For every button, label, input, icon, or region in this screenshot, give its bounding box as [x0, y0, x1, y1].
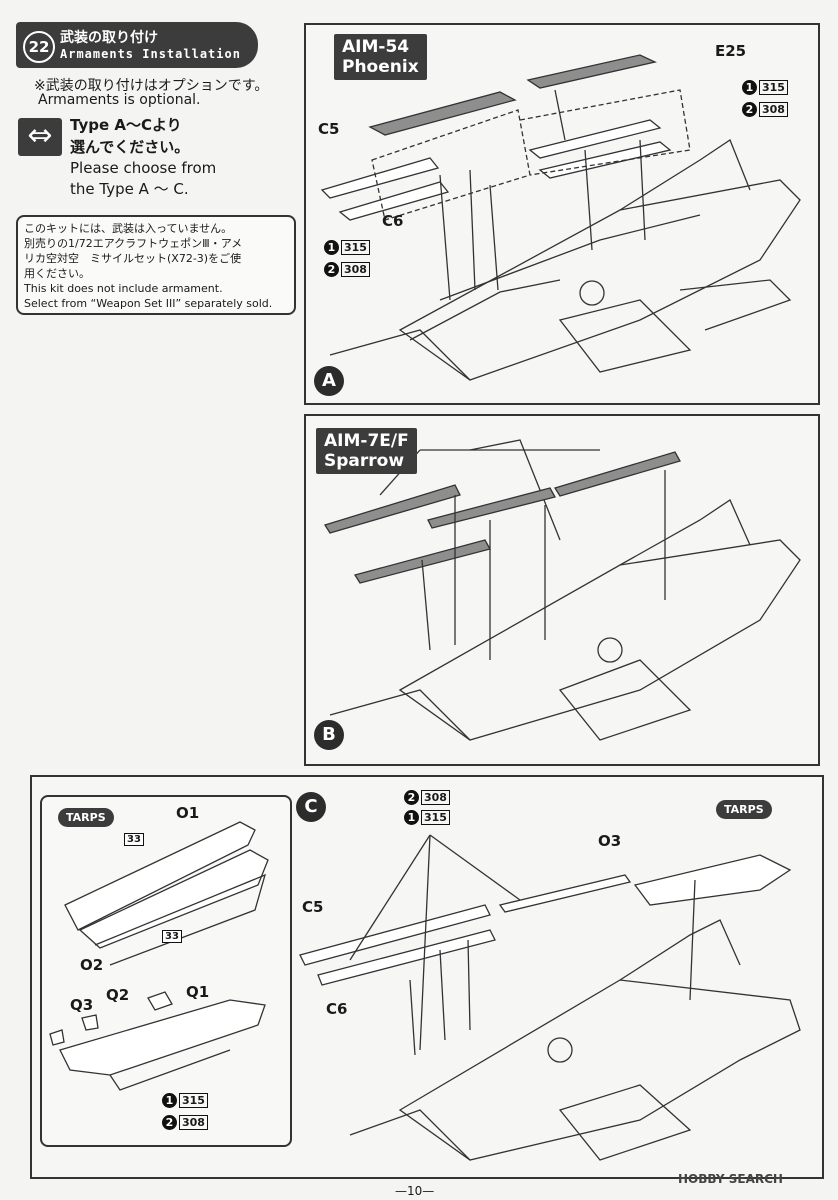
step-number: 22 [23, 31, 55, 63]
kit-note-jp-1: このキットには、武装は入っていません。 [24, 222, 233, 235]
paint-code: 315 [179, 1093, 208, 1108]
panel-c-guide-lines [349, 834, 696, 1056]
phoenix-missiles [320, 54, 691, 221]
kit-note-en-2: Select from “Weapon Set III” separately … [24, 297, 273, 310]
weapon-b-line2: Sparrow [324, 451, 405, 471]
part-o1: O1 [176, 804, 200, 822]
paint-code: 315 [759, 80, 788, 95]
paint-code: 308 [179, 1115, 208, 1130]
decal-33-b: 33 [162, 930, 182, 943]
paint-badge-a-1: 1 315 [742, 80, 788, 95]
kit-note-jp-2: 別売りの1/72エアクラフトウェポンⅢ・アメ [24, 237, 243, 250]
step-title-jp: 武装の取り付け [60, 30, 158, 46]
paint-num: 1 [404, 810, 419, 825]
paint-num: 2 [324, 262, 339, 277]
paint-num: 1 [324, 240, 339, 255]
part-c5-a: C5 [318, 120, 340, 138]
part-c6-a: C6 [382, 212, 404, 230]
kit-note-en-1: This kit does not include armament. [24, 282, 223, 295]
paint-code: 315 [421, 810, 450, 825]
choose-en-line2: the Type A ～ C. [70, 180, 189, 198]
paint-num: 1 [742, 80, 757, 95]
weapon-a-line2: Phoenix [342, 57, 419, 77]
choose-jp-line2: 選んでください。 [70, 138, 190, 156]
decal-33-a: 33 [124, 833, 144, 846]
weapon-b-line1: AIM-7E/F [324, 431, 409, 451]
paint-badge-a-3: 1 315 [324, 240, 370, 255]
paint-badge-c-4: 2 308 [162, 1115, 208, 1130]
paint-code: 315 [341, 240, 370, 255]
step-title-en: Armaments Installation [60, 47, 241, 61]
paint-badge-a-4: 2 308 [324, 262, 370, 277]
optional-note-en: Armaments is optional. [38, 92, 201, 108]
part-o3: O3 [598, 832, 622, 850]
part-e25: E25 [715, 42, 747, 60]
paint-code: 308 [341, 262, 370, 277]
kit-note-box: このキットには、武装は入っていません。 別売りの1/72エアクラフトウェポンⅢ・… [16, 215, 296, 315]
paint-num: 2 [404, 790, 419, 805]
kit-note-jp-3: リカ空対空 ミサイルセット(X72-3)をご使 [24, 252, 242, 265]
tarps-pod-drawings [49, 821, 269, 1091]
paint-num: 1 [162, 1093, 177, 1108]
paint-badge-c-3: 1 315 [162, 1093, 208, 1108]
optional-note-jp: ※武装の取り付けはオプションです。 [34, 78, 269, 94]
double-arrow-icon: ⇔ [18, 118, 62, 156]
choose-en-line1: Please choose from [70, 159, 217, 177]
paint-badge-a-2: 2 308 [742, 102, 788, 117]
weapon-title-b: AIM-7E/F Sparrow [316, 428, 417, 474]
paint-code: 308 [759, 102, 788, 117]
choose-type-jp: Type A～Cより 選んでください。 [70, 114, 189, 158]
panel-a-guide-lines [439, 89, 646, 301]
choose-type-en: Please choose from the Type A ～ C. [70, 158, 216, 200]
weapon-a-line1: AIM-54 [342, 37, 410, 57]
variant-label-a: A [314, 366, 344, 396]
part-q2: Q2 [106, 986, 130, 1004]
variant-label-b: B [314, 720, 344, 750]
page-number: —10— [395, 1184, 435, 1198]
watermark: HOBBY SEARCH [678, 1172, 783, 1186]
paint-num: 2 [162, 1115, 177, 1130]
aircraft-drawing-c [299, 854, 801, 1161]
paint-badge-c-2: 1 315 [404, 810, 450, 825]
variant-label-c: C [296, 792, 326, 822]
aircraft-drawing-b [329, 439, 801, 741]
tarps-tag-detail: TARPS [58, 808, 114, 827]
weapon-title-a: AIM-54 Phoenix [334, 34, 427, 80]
paint-code: 308 [421, 790, 450, 805]
part-o2: O2 [80, 956, 104, 974]
part-c6-c: C6 [326, 1000, 348, 1018]
choose-jp-line1: Type A～Cより [70, 116, 182, 134]
paint-num: 2 [742, 102, 757, 117]
part-q1: Q1 [186, 983, 210, 1001]
part-q3: Q3 [70, 996, 94, 1014]
aircraft-drawing-a [329, 139, 801, 381]
paint-badge-c-1: 2 308 [404, 790, 450, 805]
kit-note-jp-4: 用ください。 [24, 267, 90, 280]
panel-b-guide-lines [379, 449, 666, 660]
step-header: 22 武装の取り付け Armaments Installation [16, 22, 258, 68]
tarps-tag-main: TARPS [716, 800, 772, 819]
panel-type-a [304, 23, 820, 405]
part-c5-c: C5 [302, 898, 324, 916]
